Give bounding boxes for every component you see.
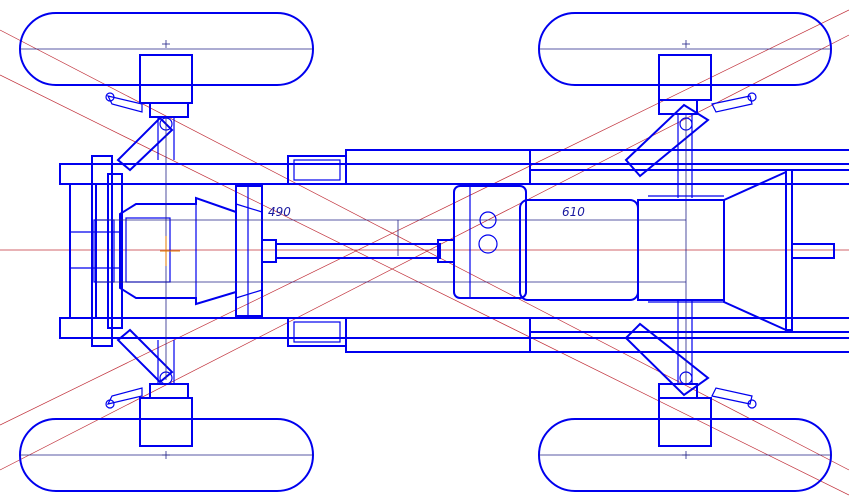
wheel-rear-right bbox=[538, 418, 832, 492]
wheel-front-left bbox=[19, 12, 314, 86]
front-axle-housing bbox=[119, 185, 277, 317]
front-crossmember bbox=[69, 155, 123, 347]
rear-axle-housing bbox=[519, 169, 835, 332]
dimension-label-front: 490 bbox=[268, 205, 291, 219]
hub-rear-left bbox=[658, 54, 712, 198]
dimension-label-rear: 610 bbox=[562, 205, 585, 219]
construction-lines bbox=[0, 9, 849, 496]
frame-rails bbox=[59, 149, 849, 353]
dimension-lines bbox=[96, 114, 687, 384]
hub-front-right bbox=[139, 340, 193, 447]
gearbox bbox=[453, 185, 527, 299]
wheel-front-right bbox=[19, 418, 314, 492]
hub-front-left bbox=[139, 54, 193, 160]
wheel-rear-left bbox=[538, 12, 832, 86]
steering-arms bbox=[105, 92, 757, 409]
hub-rear-right bbox=[658, 300, 712, 447]
